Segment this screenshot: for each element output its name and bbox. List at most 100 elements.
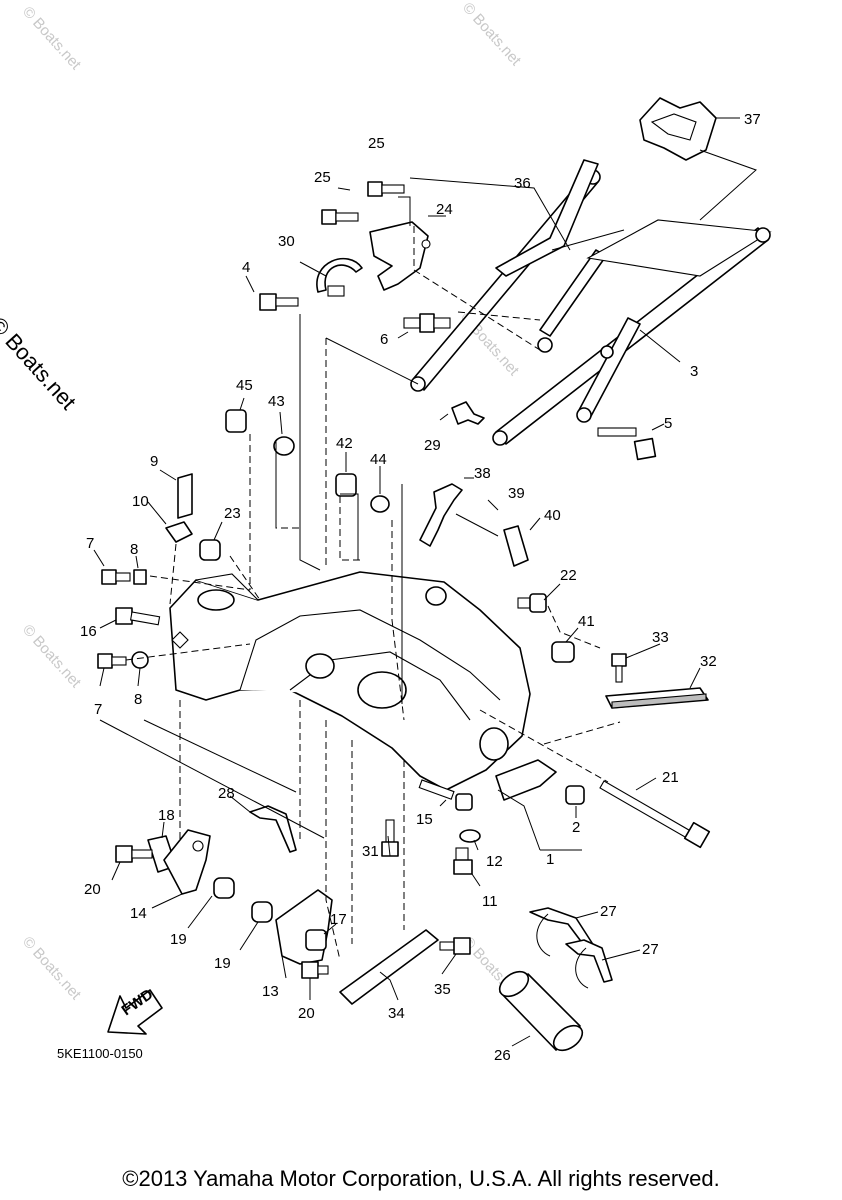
- callout-27-upper: 27: [600, 903, 617, 920]
- bolt-6: [403, 313, 451, 333]
- callout-17: 17: [330, 911, 347, 928]
- collar-2: [565, 785, 585, 805]
- nut-10: [165, 521, 193, 543]
- collar-43: [273, 436, 295, 456]
- callout-38: 38: [474, 465, 491, 482]
- bolt-15: [418, 779, 473, 811]
- main-frame: [169, 571, 557, 801]
- callout-5: 5: [664, 415, 672, 432]
- canister-26: [498, 970, 584, 1052]
- bolt-16: [115, 607, 161, 626]
- callout-20-right: 20: [298, 1005, 315, 1022]
- bolt-25-lower: [321, 209, 359, 225]
- callout-31: 31: [362, 843, 379, 860]
- callout-18: 18: [158, 807, 175, 824]
- stud-9: [177, 473, 193, 519]
- callout-43: 43: [268, 393, 285, 410]
- copyright-notice: ©2013 Yamaha Motor Corporation, U.S.A. A…: [122, 1166, 720, 1191]
- watermark-text: © Boats.net: [19, 3, 85, 73]
- collar-44: [370, 495, 390, 513]
- bolt-7-lower: [97, 653, 127, 669]
- callout-26: 26: [494, 1047, 511, 1064]
- rod-34: [339, 929, 439, 1005]
- bolt-25-upper: [367, 181, 405, 197]
- callout-45: 45: [236, 377, 253, 394]
- cap-40: [503, 525, 529, 567]
- callout-44: 44: [370, 451, 387, 468]
- callout-25-upper: 25: [368, 135, 385, 152]
- bracket-13: [275, 889, 333, 965]
- watermark-text: © Boats.net: [459, 0, 525, 70]
- callout-3: 3: [690, 363, 698, 380]
- callout-22: 22: [560, 567, 577, 584]
- callout-33: 33: [652, 629, 669, 646]
- callout-42: 42: [336, 435, 353, 452]
- callout-23: 23: [224, 505, 241, 522]
- callout-8-lower: 8: [134, 691, 142, 708]
- fwd-arrow-icon: FWD: [107, 986, 163, 1035]
- watermark-text: © Boats.net: [19, 621, 85, 691]
- assembly-lines: [125, 226, 621, 961]
- bracket-14: [163, 829, 211, 895]
- collar-17: [305, 929, 327, 951]
- callout-8-upper: 8: [130, 541, 138, 558]
- callout-40: 40: [544, 507, 561, 524]
- nut-19-right: [251, 901, 273, 923]
- callout-25-lower: 25: [314, 169, 331, 186]
- bolt-31: [381, 819, 399, 857]
- callout-11: 11: [482, 893, 498, 910]
- callout-37: 37: [744, 111, 761, 128]
- callout-28: 28: [218, 785, 235, 802]
- collar-41: [551, 641, 575, 663]
- callout-27-lower: 27: [642, 941, 659, 958]
- callout-6: 6: [380, 331, 388, 348]
- callout-19-left: 19: [170, 931, 187, 948]
- callout-21: 21: [662, 769, 679, 786]
- callout-16: 16: [80, 623, 97, 640]
- callout-29: 29: [424, 437, 441, 454]
- bolt-33: [611, 653, 627, 683]
- pin-39: [455, 513, 499, 537]
- callout-9: 9: [150, 453, 158, 470]
- bolt-22: [517, 593, 547, 613]
- rear-subframe: [410, 169, 772, 446]
- callout-32: 32: [700, 653, 717, 670]
- callout-30: 30: [278, 233, 295, 250]
- bracket-38: [419, 483, 463, 547]
- callout-36: 36: [514, 175, 531, 192]
- callout-35: 35: [434, 981, 451, 998]
- bolt-5: [597, 427, 657, 461]
- bolt-7-upper: [101, 569, 131, 585]
- callout-labels: 1 2 3 4 5 6 7 7 8 8 9 10 11 12 13 14 15 …: [80, 111, 761, 1064]
- callout-7-lower: 7: [94, 701, 102, 718]
- watermark-text: © Boats.net: [19, 933, 85, 1003]
- callout-20-left: 20: [84, 881, 101, 898]
- callout-14: 14: [130, 905, 147, 922]
- callout-15: 15: [416, 811, 433, 828]
- nut-23: [199, 539, 221, 561]
- callout-7-upper: 7: [86, 535, 94, 552]
- callout-10: 10: [132, 493, 149, 510]
- collar-8-upper: [133, 569, 147, 585]
- bolt-11: [453, 847, 473, 875]
- bracket-24: [369, 221, 429, 291]
- callout-34: 34: [388, 1005, 405, 1022]
- clamp-30: [316, 257, 363, 293]
- washer-12: [459, 829, 481, 843]
- callout-19-right: 19: [214, 955, 231, 972]
- seat-strap: [495, 159, 599, 277]
- nut-19-left: [213, 877, 235, 899]
- callout-2: 2: [572, 819, 580, 836]
- callout-4: 4: [242, 259, 250, 276]
- bolt-35: [439, 937, 471, 955]
- damper-42: [335, 473, 357, 497]
- callout-13: 13: [262, 983, 279, 1000]
- bolt-20-left: [115, 845, 153, 863]
- clip-28: [249, 805, 297, 853]
- diagram-code: 5KE1100-0150: [57, 1046, 143, 1061]
- damper-45: [225, 409, 247, 433]
- bolt-4: [259, 293, 299, 311]
- band-27-lower: [565, 939, 613, 983]
- callout-12: 12: [486, 853, 503, 870]
